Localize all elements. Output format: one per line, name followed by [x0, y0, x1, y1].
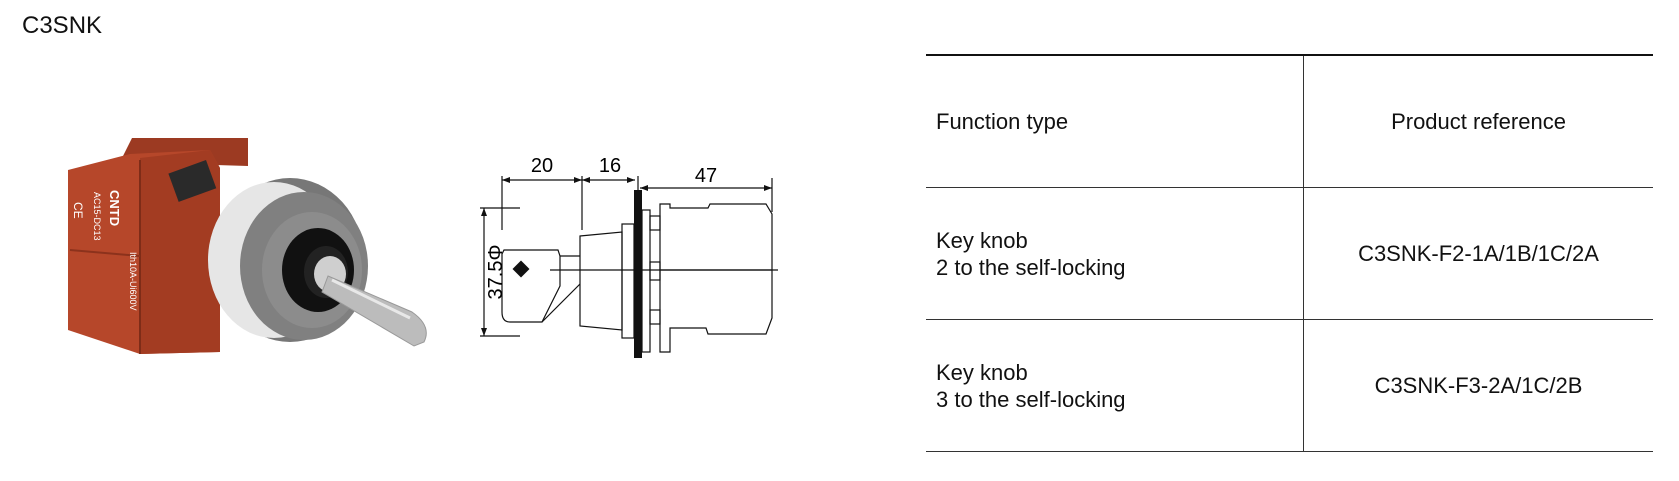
function-line-1: Key knob — [936, 359, 1028, 385]
ce-mark: CE — [71, 202, 85, 219]
dim-label-diameter: 37.5Φ — [485, 245, 507, 300]
header-product-reference: Product reference — [1303, 54, 1653, 188]
function-line-2: 2 to the self-locking — [936, 254, 1126, 280]
product-title: C3SNK — [22, 12, 103, 39]
housing-rating-label: AC15-DC13 — [92, 192, 102, 241]
dimension-drawing: 20 16 47 37.5Φ — [480, 155, 778, 358]
product-reference-cell: C3SNK-F2-1A/1B/1C/2A — [1303, 187, 1653, 320]
product-photo: CNTD AC15-DC13 Ith10A-Ui600V CE — [68, 138, 427, 354]
dim-label-16: 16 — [599, 155, 621, 177]
table-row: Key knob 2 to the self-locking C3SNK-F2-… — [926, 187, 1653, 320]
housing-current-label: Ith10A-Ui600V — [128, 252, 138, 311]
latch-clip — [168, 160, 217, 202]
function-line-2: 3 to the self-locking — [936, 386, 1126, 412]
function-line-1: Key knob — [936, 227, 1028, 253]
dim-label-47: 47 — [695, 165, 717, 187]
panel-plate — [634, 190, 642, 358]
housing-brand-label: CNTD — [107, 190, 122, 226]
product-reference-cell: C3SNK-F3-2A/1C/2B — [1303, 319, 1653, 452]
key — [321, 275, 427, 347]
function-type-cell: Key knob 3 to the self-locking — [926, 319, 1304, 452]
header-function-type: Function type — [926, 54, 1304, 188]
table-header-row: Function type Product reference — [926, 54, 1653, 188]
product-spec-table: Function type Product reference Key knob… — [926, 54, 1653, 452]
function-type-cell: Key knob 2 to the self-locking — [926, 187, 1304, 320]
housing-side — [140, 150, 220, 354]
dim-label-20: 20 — [531, 155, 553, 177]
table-row: Key knob 3 to the self-locking C3SNK-F3-… — [926, 319, 1653, 452]
